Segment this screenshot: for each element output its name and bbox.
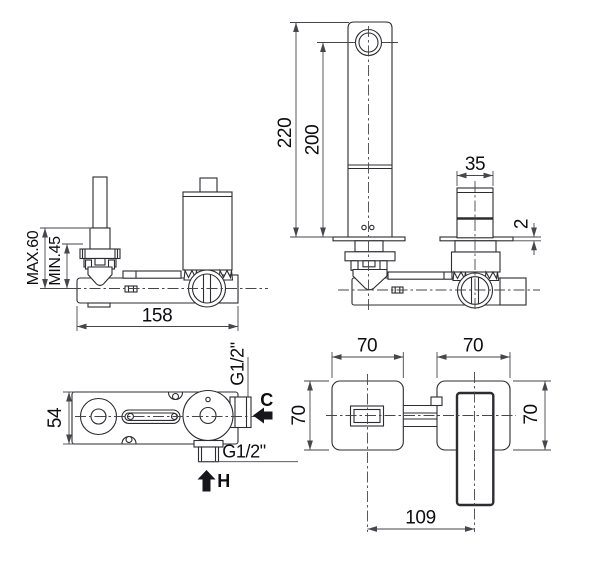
dim-outlet-height: 200: [303, 42, 398, 237]
dim-max-depth: MAX.60: [25, 227, 91, 289]
cartridge-body: [182, 191, 233, 271]
spout-pipe-assembly: [79, 176, 121, 287]
spout-cone-front: [352, 268, 388, 291]
body-depth-label: 54: [45, 407, 66, 428]
cartridge-cap: [199, 177, 218, 193]
hot-label: H: [217, 471, 230, 491]
connecting-arm-front: [387, 271, 453, 280]
side-view: MAX.60 MIN.45 158: [25, 176, 268, 331]
trim-front-view: 70 70 70 70 109: [289, 336, 551, 532]
dim-total-height: 220: [275, 22, 349, 238]
pipe-cone: [87, 266, 113, 287]
spout-mount-front: [344, 240, 396, 291]
cold-label: C: [260, 390, 273, 410]
spout-front: [347, 21, 393, 239]
plate-thickness-label: 2: [512, 219, 533, 229]
cartridge-assembly: [182, 177, 234, 281]
thread-side-label: G1/2": [228, 342, 248, 385]
handle-lever: [455, 391, 495, 507]
thread-bottom-label: G1/2": [222, 442, 265, 462]
mounting-slot: [121, 409, 181, 424]
body-foot: [87, 302, 111, 308]
spout-pipe: [92, 176, 108, 229]
left-plate-width-label: 70: [357, 336, 377, 357]
dim-left-plate-height: 70: [289, 380, 329, 451]
body-right-block-front: [499, 277, 527, 306]
spout-screw-left: [361, 224, 367, 231]
dim-min-depth: MIN.45: [47, 236, 83, 289]
front-view: 220 200 35 2: [275, 21, 541, 312]
right-plate-height-label: 70: [521, 404, 542, 424]
set-screw: [124, 285, 138, 293]
valve-mount-front: [450, 240, 527, 309]
dim-body-length: 158: [76, 306, 239, 331]
dim-left-plate-width: 70: [331, 336, 404, 378]
plan-view: G1/2" G1/2" C H 54: [45, 342, 298, 492]
dim-handle-width: 35: [456, 154, 494, 186]
right-plate-width-label: 70: [463, 336, 483, 357]
flange-hatch: [81, 249, 119, 259]
center-distance-label: 109: [405, 508, 436, 529]
wall-plate-left: [332, 236, 406, 242]
mount-ear-top: [167, 392, 184, 401]
total-height-label: 220: [275, 118, 296, 149]
dim-center-distance: 109: [367, 508, 475, 532]
cold-arrow-icon: [253, 407, 273, 424]
left-plate-height-label: 70: [289, 405, 310, 425]
hot-inlet-port: [193, 439, 224, 463]
pipe-sleeve: [89, 227, 111, 250]
min-depth-label: MIN.45: [47, 236, 64, 286]
spout-column: [347, 21, 393, 239]
bracket-tab: [94, 257, 106, 266]
mount-ear-bottom: [121, 435, 137, 444]
dim-body-depth: 54: [45, 391, 74, 445]
hot-arrow-icon: [197, 470, 216, 492]
plate-connector-bars: [403, 404, 437, 428]
support-arm: [122, 270, 182, 279]
dim-right-plate-width: 70: [436, 336, 511, 378]
pipe-flange: [79, 248, 121, 260]
hot-flow-indicator: H: [197, 470, 230, 492]
handle-width-label: 35: [465, 154, 485, 175]
clip-front-right: [484, 270, 500, 282]
dim-right-plate-height: 70: [513, 380, 551, 451]
outlet-height-label: 200: [303, 125, 324, 156]
cold-flow-indicator: C: [253, 390, 274, 424]
valve-index-dot: [205, 396, 211, 403]
max-depth-label: MAX.60: [25, 230, 42, 285]
body-length-label: 158: [142, 306, 173, 327]
valve-plan: [182, 389, 234, 442]
dim-plate-thickness: 2: [512, 219, 541, 255]
spout-slot: [349, 405, 385, 427]
spout-screw-right: [369, 224, 375, 231]
connector-step: [430, 396, 443, 407]
